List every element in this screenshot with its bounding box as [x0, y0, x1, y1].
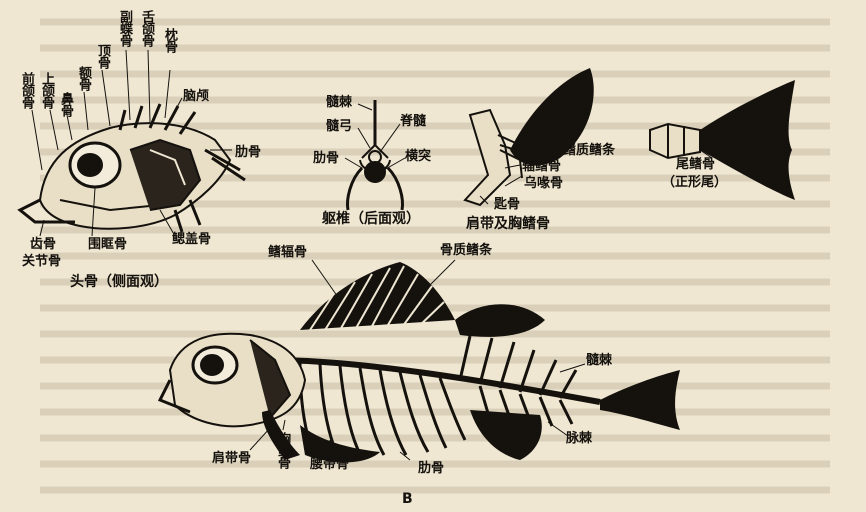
caption-caudal-1: 尾鳍骨 [676, 158, 715, 172]
label-fin-radial: 鳍辐骨 [268, 246, 307, 260]
label-occipital: 枕骨 [163, 28, 176, 52]
caption-caudal-2: （正形尾） [662, 176, 727, 190]
caption-pectoral: 肩带及胸鳍骨 [466, 217, 550, 231]
label-maxilla: 上颌骨 [40, 72, 53, 108]
label-pelvic-bone: 腰带骨 [310, 458, 349, 472]
label-rib-vertebra: 肋骨 [313, 152, 339, 166]
label-pectoral-fin-bone: 胸鳍骨 [276, 432, 289, 468]
label-cleithrum: 匙骨 [494, 198, 520, 212]
label-premaxilla: 前颌骨 [20, 72, 33, 108]
label-transverse-process: 横突 [405, 150, 431, 164]
label-articular: 关节骨 [22, 255, 61, 269]
label-rib-main: 肋骨 [418, 462, 444, 476]
label-spinal-cord: 脊髓 [400, 115, 426, 129]
label-shoulder-girdle: 肩带骨 [212, 452, 251, 466]
label-rib-top: 肋骨 [235, 146, 261, 160]
label-bony-fin-ray-main: 骨质鳍条 [440, 244, 492, 258]
figure-letter: B [402, 492, 413, 506]
label-circumorbital: 围眶骨 [88, 238, 127, 252]
label-neural-spine-main: 髓棘 [586, 354, 612, 368]
caption-skull: 头骨（侧面观） [70, 275, 168, 289]
label-brain-case: 脑颅 [183, 90, 209, 104]
caption-vertebra: 躯椎（后面观） [322, 212, 420, 226]
label-neural-spine: 髓棘 [326, 96, 352, 110]
label-nasal-bone: 鼻骨 [59, 92, 72, 116]
label-opercle: 鳃盖骨 [172, 233, 211, 247]
label-hyomandibular: 舌颌骨 [140, 10, 153, 46]
label-neural-arch: 髓弓 [326, 120, 352, 134]
label-parasphenoid: 副蝶骨 [118, 10, 131, 46]
label-bony-fin-ray-pectoral: 鳍质鳍条 [563, 144, 615, 158]
label-frontal-bone: 额骨 [77, 66, 90, 90]
label-dentary: 齿骨 [30, 238, 56, 252]
label-radial: 辐鳍骨 [522, 160, 561, 174]
label-parietal: 顶骨 [96, 44, 109, 68]
label-coracoid: 乌喙骨 [524, 177, 563, 191]
label-hemal-spine: 脉棘 [566, 432, 592, 446]
